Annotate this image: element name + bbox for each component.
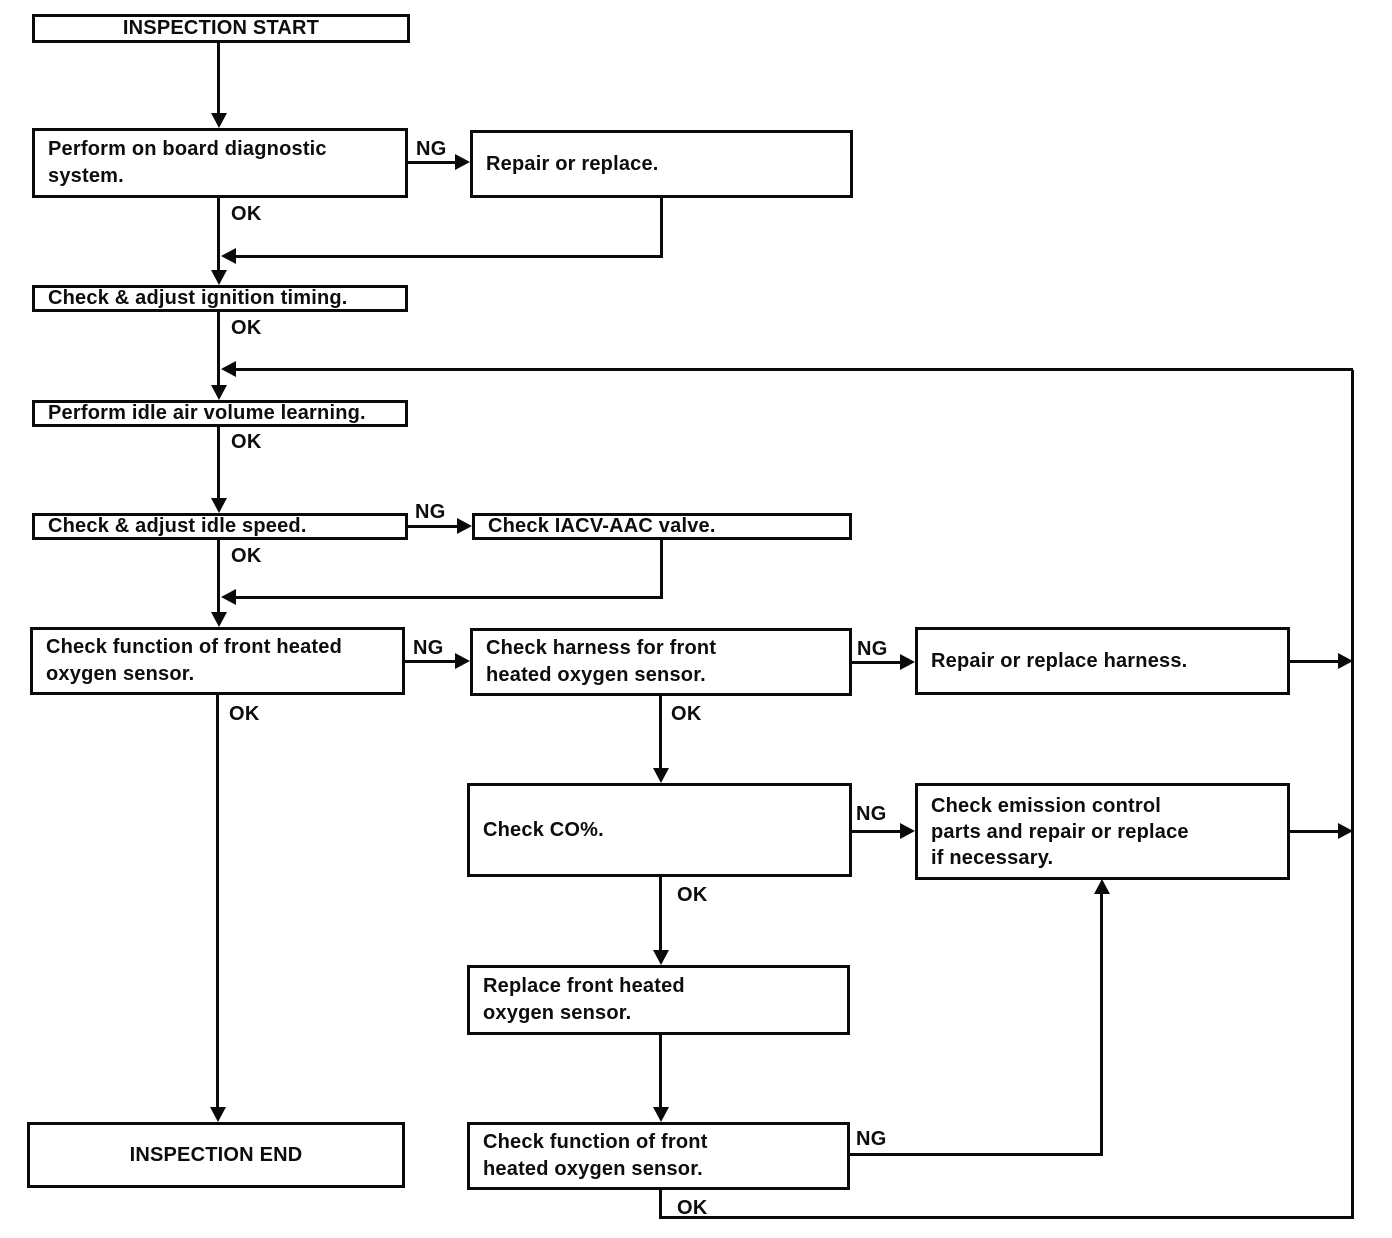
node-emission-control-line2: parts and repair or replace — [931, 820, 1189, 843]
node-perform-obd-line2: system. — [48, 165, 124, 187]
node-emission-control-line1: Check emission control — [931, 794, 1162, 817]
node-ignition-timing: Check & adjust ignition timing. — [32, 285, 408, 312]
node-perform-obd: Perform on board diagnostic system. — [32, 128, 408, 198]
node-repair-harness-label: Repair or replace harness. — [931, 649, 1188, 672]
edge-repair-return-vline — [660, 198, 663, 258]
edge-co-ok-arrowhead — [653, 950, 669, 965]
edge-start-obd-arrowhead — [211, 113, 227, 128]
edge-obd-ok-arrowhead — [211, 270, 227, 285]
node-inspection-end: INSPECTION END — [27, 1122, 405, 1188]
node-ignition-timing-label: Check & adjust ignition timing. — [48, 287, 348, 309]
edge-fn2-ok-line — [659, 1190, 662, 1219]
edge-fn1-ok-label: OK — [229, 703, 260, 725]
edge-fn1-ok-line — [216, 695, 219, 1109]
node-check-harness: Check harness for front heated oxygen se… — [470, 628, 852, 696]
edge-emission-out-arrowhead — [1338, 823, 1353, 839]
edge-repair-return-arrowhead — [221, 248, 236, 264]
edge-idlespeed-ok-arrowhead — [211, 612, 227, 627]
edge-harness-ok-line — [659, 696, 662, 769]
node-idle-speed-label: Check & adjust idle speed. — [48, 515, 307, 537]
node-check-harness-line2: heated oxygen sensor. — [486, 664, 706, 686]
edge-idlespeed-ok-label: OK — [231, 545, 262, 567]
node-replace-sensor-line1: Replace front heated — [483, 975, 685, 997]
edge-ignition-ok-label: OK — [231, 317, 262, 339]
node-repair-or-replace: Repair or replace. — [470, 130, 853, 198]
node-inspection-end-label: INSPECTION END — [129, 1143, 303, 1166]
edge-idlevol-ok-line — [217, 427, 220, 500]
edge-loop-return-arrowhead — [221, 361, 236, 377]
node-idle-speed: Check & adjust idle speed. — [32, 513, 408, 540]
node-check-function-1-line2: oxygen sensor. — [46, 663, 195, 685]
edge-fn2-ng-vline — [1100, 893, 1103, 1156]
node-replace-sensor-line2: oxygen sensor. — [483, 1002, 632, 1024]
edge-harness-ok-arrowhead — [653, 768, 669, 783]
edge-repairharness-out-arrowhead — [1338, 653, 1353, 669]
edge-fn2-ng-arrowhead — [1094, 879, 1110, 894]
edge-iacv-return-arrowhead — [221, 589, 236, 605]
node-check-function-2: Check function of front heated oxygen se… — [467, 1122, 850, 1190]
edge-obd-ng-line — [408, 161, 455, 164]
edge-idlevol-ok-label: OK — [231, 431, 262, 453]
edge-loop-bottom-hline — [659, 1216, 1354, 1219]
edge-ignition-ok-arrowhead — [211, 385, 227, 400]
edge-loop-return-hline — [236, 368, 1353, 371]
edge-idlespeed-ng-line — [408, 525, 457, 528]
edge-start-obd-line — [217, 43, 220, 115]
edge-obd-ng-arrowhead — [455, 154, 470, 170]
node-repair-or-replace-label: Repair or replace. — [486, 152, 659, 175]
edge-fn1-ok-arrowhead — [210, 1107, 226, 1122]
node-iacv-valve-label: Check IACV-AAC valve. — [488, 515, 716, 537]
node-emission-control-line3: if necessary. — [931, 846, 1054, 869]
edge-harness-ng-line — [852, 661, 901, 664]
edge-ignition-ok-line — [217, 312, 220, 387]
node-perform-obd-line1: Perform on board diagnostic — [48, 138, 327, 160]
edge-emission-out-line — [1290, 830, 1338, 833]
edge-fn1-ng-label: NG — [413, 637, 444, 659]
edge-co-ng-line — [852, 830, 901, 833]
edge-co-ng-label: NG — [856, 803, 887, 825]
edge-repairharness-out-line — [1290, 660, 1338, 663]
edge-harness-ok-label: OK — [671, 703, 702, 725]
edge-iacv-return-vline — [660, 540, 663, 599]
edge-idlespeed-ok-line — [217, 540, 220, 614]
node-emission-control: Check emission control parts and repair … — [915, 783, 1290, 880]
edge-idlevol-ok-arrowhead — [211, 498, 227, 513]
edge-fn1-ng-line — [405, 660, 456, 663]
edge-co-ok-line — [659, 877, 662, 952]
node-check-function-1: Check function of front heated oxygen se… — [30, 627, 405, 695]
node-inspection-start-label: INSPECTION START — [122, 17, 320, 39]
edge-replace-fn2-arrowhead — [653, 1107, 669, 1122]
edge-repair-return-hline — [236, 255, 662, 258]
node-check-co: Check CO%. — [467, 783, 852, 877]
node-idle-air-volume: Perform idle air volume learning. — [32, 400, 408, 427]
node-check-function-2-line1: Check function of front — [483, 1131, 708, 1153]
node-idle-air-volume-label: Perform idle air volume learning. — [48, 402, 366, 424]
edge-loop-right-rail — [1351, 370, 1354, 1219]
node-inspection-start: INSPECTION START — [32, 14, 410, 43]
edge-replace-fn2-line — [659, 1035, 662, 1109]
node-check-function-1-line1: Check function of front heated — [46, 636, 342, 658]
node-check-co-label: Check CO%. — [483, 818, 604, 841]
node-replace-sensor: Replace front heated oxygen sensor. — [467, 965, 850, 1035]
node-check-function-2-line2: heated oxygen sensor. — [483, 1158, 703, 1180]
edge-harness-ng-arrowhead — [900, 654, 915, 670]
edge-iacv-return-hline — [236, 596, 662, 599]
node-iacv-valve: Check IACV-AAC valve. — [472, 513, 852, 540]
edge-co-ng-arrowhead — [900, 823, 915, 839]
node-check-harness-line1: Check harness for front — [486, 637, 717, 659]
edge-fn1-ng-arrowhead — [455, 653, 470, 669]
edge-idlespeed-ng-arrowhead — [457, 518, 472, 534]
node-repair-harness: Repair or replace harness. — [915, 627, 1290, 695]
edge-co-ok-label: OK — [677, 884, 708, 906]
edge-idlespeed-ng-label: NG — [415, 501, 446, 523]
edge-obd-ok-line — [217, 198, 220, 272]
edge-obd-ng-label: NG — [416, 138, 447, 160]
edge-obd-ok-label: OK — [231, 203, 262, 225]
edge-fn2-ok-label: OK — [677, 1197, 708, 1219]
edge-fn2-ng-label: NG — [856, 1128, 887, 1150]
edge-fn2-ng-hline — [850, 1153, 1103, 1156]
edge-harness-ng-label: NG — [857, 638, 888, 660]
